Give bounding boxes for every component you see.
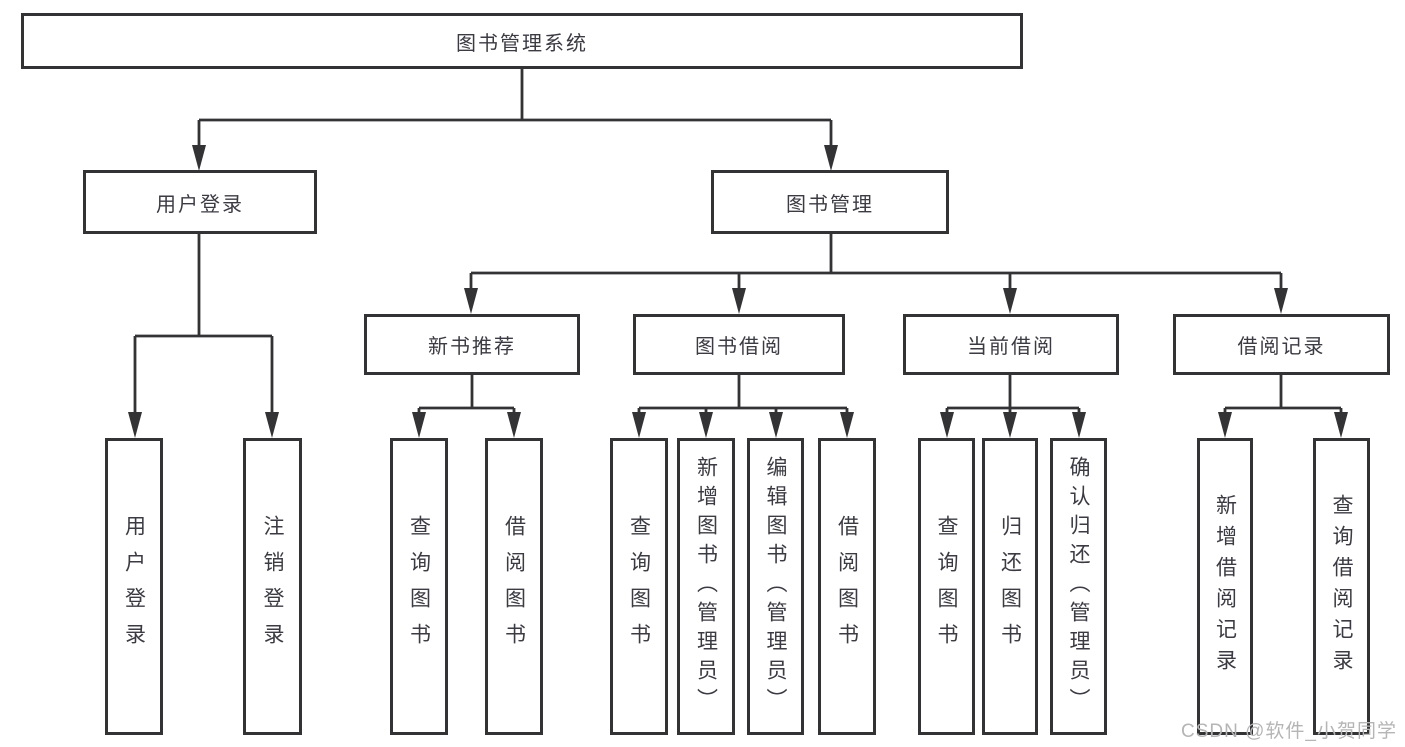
watermark: CSDN @软件_小贺同学 xyxy=(1181,721,1397,742)
leaf-confirm-return-admin: 确认归还（管理员） xyxy=(1050,438,1107,735)
leaf-user-login: 用户登录 xyxy=(105,438,163,735)
node-user-login-label: 用户登录 xyxy=(156,193,244,216)
node-book-management: 图书管理 xyxy=(711,170,949,234)
node-root-system: 图书管理系统 xyxy=(21,13,1023,69)
connector-new-book-recommend xyxy=(412,375,521,438)
connector-book-management xyxy=(464,234,1288,314)
leaf-recommend-borrow-books: 借阅图书 xyxy=(485,438,543,735)
connector-user-login xyxy=(128,234,279,438)
leaf-query-borrow-record-label: 查询借阅记录 xyxy=(1330,493,1353,680)
node-current-borrow: 当前借阅 xyxy=(903,314,1119,375)
leaf-user-login-label: 用户登录 xyxy=(122,514,146,659)
leaf-current-query-books-label: 查询图书 xyxy=(935,514,958,659)
node-book-management-label: 图书管理 xyxy=(786,193,874,216)
node-user-login: 用户登录 xyxy=(83,170,317,234)
leaf-current-query-books: 查询图书 xyxy=(918,438,975,735)
leaf-borrow-books: 借阅图书 xyxy=(818,438,876,735)
leaf-logout: 注销登录 xyxy=(243,438,302,735)
leaf-return-books: 归还图书 xyxy=(982,438,1038,735)
leaf-edit-books-admin-label: 编辑图书（管理员） xyxy=(764,456,787,717)
node-book-borrow-label: 图书借阅 xyxy=(695,336,783,358)
connector-root xyxy=(192,69,838,171)
node-borrow-records: 借阅记录 xyxy=(1173,314,1390,375)
connector-current-borrow xyxy=(940,375,1086,438)
leaf-add-borrow-record-label: 新增借阅记录 xyxy=(1213,493,1237,680)
leaf-return-books-label: 归还图书 xyxy=(998,514,1022,659)
leaf-borrow-books-label: 借阅图书 xyxy=(835,514,859,659)
leaf-edit-books-admin: 编辑图书（管理员） xyxy=(747,438,804,735)
connector-borrow-records xyxy=(1218,375,1348,438)
leaf-confirm-return-admin-label: 确认归还（管理员） xyxy=(1067,456,1090,717)
node-borrow-records-label: 借阅记录 xyxy=(1237,336,1326,358)
leaf-recommend-borrow-books-label: 借阅图书 xyxy=(502,514,526,659)
leaf-borrow-query-books: 查询图书 xyxy=(610,438,668,735)
leaf-add-books-admin: 新增图书（管理员） xyxy=(677,438,735,735)
leaf-add-borrow-record: 新增借阅记录 xyxy=(1197,438,1253,735)
leaf-logout-label: 注销登录 xyxy=(261,514,284,659)
node-new-book-recommend: 新书推荐 xyxy=(364,314,580,375)
node-root-system-label: 图书管理系统 xyxy=(456,32,588,55)
node-new-book-recommend-label: 新书推荐 xyxy=(428,336,516,358)
leaf-borrow-query-books-label: 查询图书 xyxy=(627,514,651,659)
node-book-borrow: 图书借阅 xyxy=(633,314,845,375)
node-current-borrow-label: 当前借阅 xyxy=(967,336,1055,358)
leaf-recommend-query-books: 查询图书 xyxy=(390,438,448,735)
connector-book-borrow xyxy=(632,375,854,438)
leaf-add-books-admin-label: 新增图书（管理员） xyxy=(694,456,718,717)
leaf-query-borrow-record: 查询借阅记录 xyxy=(1313,438,1370,735)
leaf-recommend-query-books-label: 查询图书 xyxy=(407,514,431,659)
